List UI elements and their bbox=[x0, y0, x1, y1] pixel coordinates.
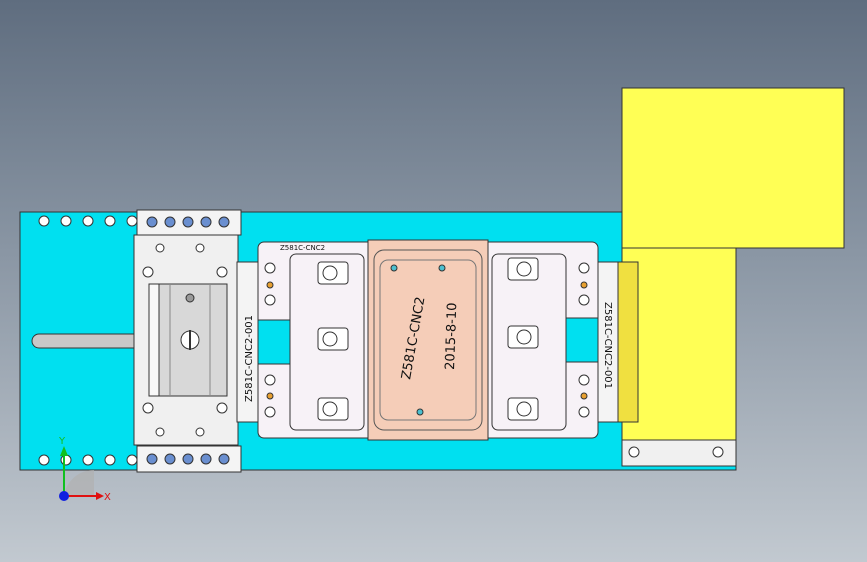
shaft bbox=[31, 333, 145, 349]
left-clamp-bottom-holes bbox=[146, 453, 230, 465]
axis-y-label: Y bbox=[58, 436, 66, 447]
left-side-screws bbox=[264, 262, 276, 418]
motor-body[interactable] bbox=[621, 247, 737, 441]
left-block-label: Z581C-CNC2-001 bbox=[244, 315, 255, 402]
axis-triad: Y X bbox=[58, 436, 111, 503]
left-toggle-clamps[interactable] bbox=[317, 261, 349, 421]
axis-x-label: X bbox=[104, 492, 111, 503]
top-plate-label: Z581C-CNC2 bbox=[280, 244, 325, 252]
left-pins bbox=[266, 281, 274, 400]
motor-mount-screws bbox=[628, 446, 724, 458]
motor-housing[interactable] bbox=[621, 87, 845, 249]
product-nest[interactable] bbox=[367, 239, 489, 441]
right-block-label: Z581C-CNC2-001 bbox=[602, 302, 613, 389]
nest-locating-pins bbox=[390, 264, 446, 416]
nest-date-label: 2015-8-10 bbox=[443, 302, 460, 370]
cylinder-rim bbox=[148, 283, 160, 397]
right-toggle-clamps[interactable] bbox=[507, 257, 539, 421]
right-pins bbox=[580, 281, 588, 400]
motor-flange bbox=[617, 261, 639, 423]
right-side-screws bbox=[578, 262, 590, 418]
left-clamp-top-holes bbox=[146, 216, 230, 228]
left-clamp-screws bbox=[142, 243, 228, 437]
